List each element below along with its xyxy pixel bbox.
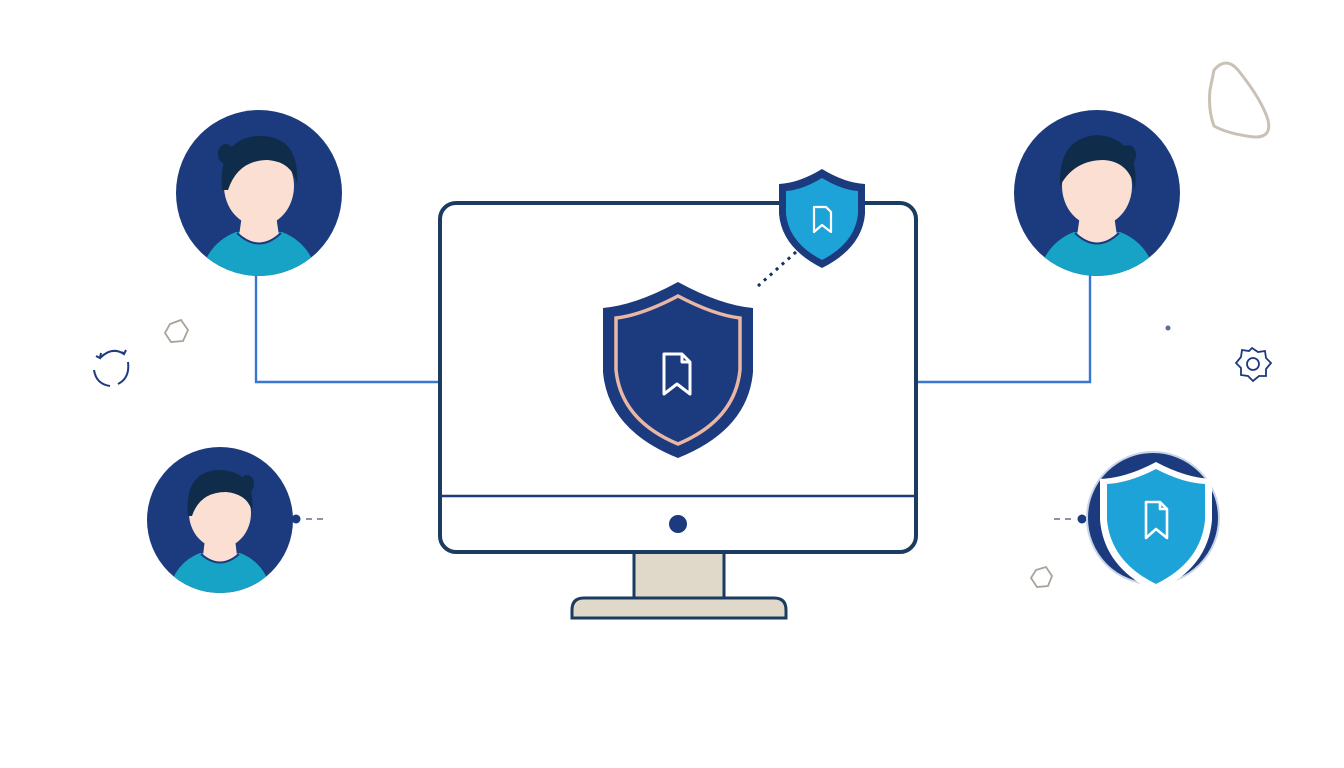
hexagon-icon: [1029, 565, 1054, 588]
user-hair: [1059, 135, 1136, 190]
accent-dot: [1165, 325, 1171, 331]
user-avatar-top-right: [1014, 110, 1180, 276]
decorations: [93, 61, 1273, 588]
central-shield-document-icon: [603, 282, 753, 458]
user-hair: [221, 135, 298, 190]
monitor-badge-shield-icon: [756, 169, 865, 288]
badge-document-icon: [812, 205, 833, 234]
monitor-stand-base: [570, 596, 788, 620]
badge-shield-inner: [786, 178, 858, 260]
standalone-shield-document-icon: [1054, 451, 1220, 592]
document-bookmark-icon: [662, 352, 692, 396]
shield-badge-fill: [1107, 469, 1205, 584]
user-avatar-top-left: [176, 110, 342, 276]
shield-badge-document-icon: [1144, 500, 1169, 540]
hexagon-icon: [163, 318, 190, 343]
monitor-power-button: [669, 515, 687, 533]
central-shield-body: [603, 282, 753, 458]
user-shoulders: [165, 553, 275, 593]
badge-dotted-connector: [756, 250, 798, 288]
user-avatar-bottom-left: [147, 447, 293, 593]
gear-icon: [1234, 346, 1273, 383]
user-hair: [187, 470, 253, 516]
refresh-circle-icon: [93, 349, 130, 387]
connector-dot-bottom-left: [291, 514, 301, 524]
user-face: [1062, 146, 1132, 226]
user-shoulders: [196, 232, 322, 276]
central-shield-inner-outline: [614, 294, 742, 446]
connector-dot-bottom-right: [1077, 514, 1087, 524]
user-shoulders: [1034, 232, 1160, 276]
pebble-shape: [1208, 61, 1271, 139]
monitor-stand-neck: [632, 549, 726, 600]
